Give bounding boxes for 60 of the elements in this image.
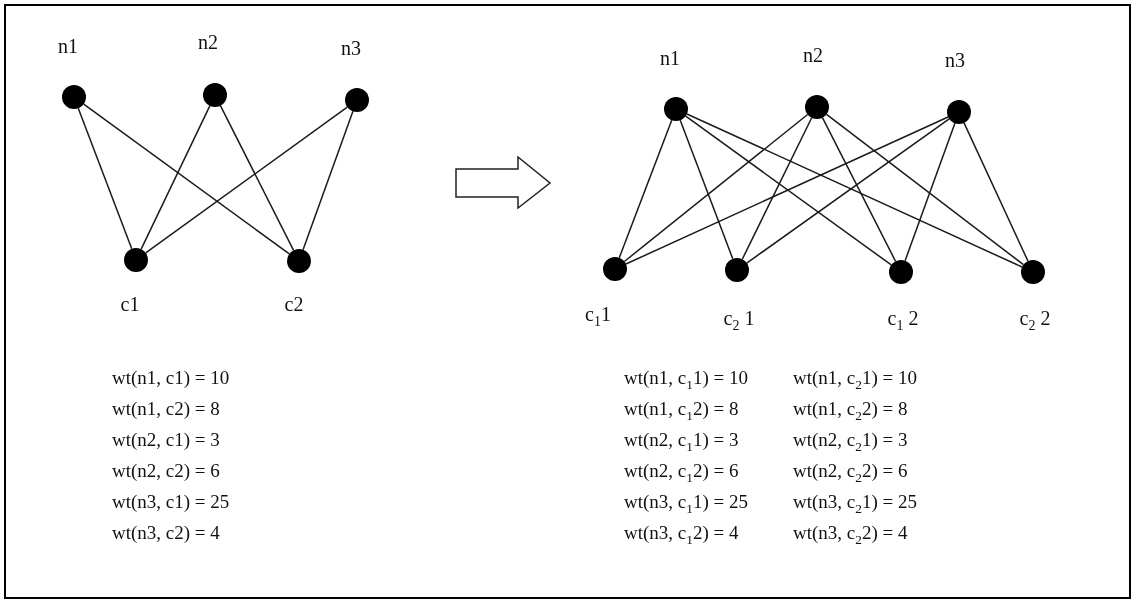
weight-equation: wt(n3, c$_{2}$2) = 4 (793, 523, 908, 548)
edge-line (963, 122, 1029, 262)
node-label: c$_{2}$ 2 (1019, 306, 1051, 334)
filled-circle-node (725, 258, 749, 282)
edge-line (904, 122, 956, 262)
filled-circle-node (124, 248, 148, 272)
filled-circle-node (62, 85, 86, 109)
filled-circle-node (1021, 260, 1045, 284)
filled-circle-node (664, 97, 688, 121)
filled-circle-node (603, 257, 627, 281)
weight-equation: wt(n1, c2) = 8 (112, 399, 220, 420)
node-label: n3 (341, 37, 361, 59)
weight-equation: wt(n2, c1) = 3 (112, 430, 220, 451)
filled-circle-node (345, 88, 369, 112)
weight-equation: wt(n1, c$_{1}$2) = 8 (624, 399, 739, 424)
weight-equation: wt(n2, c$_{2}$1) = 3 (793, 430, 908, 455)
weight-equation: wt(n2, c$_{1}$1) = 3 (624, 430, 739, 455)
edge-line (144, 106, 349, 254)
edge-line (77, 107, 133, 250)
edge-line (140, 105, 211, 250)
filled-circle-node (947, 100, 971, 124)
edge-line (684, 115, 893, 266)
node-label: n1 (660, 47, 680, 69)
edge-line (825, 113, 1025, 266)
weight-equation: wt(n1, c1) = 10 (112, 368, 230, 389)
weight-equation: wt(n1, c$_{2}$1) = 10 (793, 368, 917, 393)
edge-line (741, 117, 813, 260)
node-label: c$_{2}$ 1 (723, 306, 755, 334)
edge-line (82, 103, 291, 255)
edge-line (821, 116, 897, 263)
edge-line (302, 110, 354, 251)
node-label: c1 (120, 293, 140, 315)
weight-equation: wt(n1, c$_{2}$2) = 8 (793, 399, 908, 424)
node-label: n3 (945, 49, 965, 71)
edge-line (746, 118, 950, 264)
edge-line (219, 104, 295, 252)
node-label: n1 (58, 35, 78, 57)
weight-equation: wt(n3, c2) = 4 (112, 523, 220, 544)
edge-line (686, 113, 1023, 268)
weight-equation: wt(n3, c1) = 25 (112, 492, 230, 513)
weight-equation: wt(n3, c$_{1}$2) = 4 (624, 523, 739, 548)
edge-line (625, 116, 949, 265)
weight-equation: wt(n1, c$_{1}$1) = 10 (624, 368, 748, 393)
weight-equation: wt(n3, c$_{2}$1) = 25 (793, 492, 917, 517)
edge-line (679, 119, 734, 260)
node-label: c2 (284, 293, 304, 315)
edge-line (623, 113, 809, 263)
filled-circle-node (287, 249, 311, 273)
filled-circle-node (805, 95, 829, 119)
node-label: n2 (198, 31, 218, 53)
node-label: c$_{1}$ 2 (887, 306, 919, 334)
filled-circle-node (889, 260, 913, 284)
weight-equation: wt(n2, c2) = 6 (112, 461, 220, 482)
node-label: c$_{1}$1 (585, 302, 611, 330)
weight-equation: wt(n2, c$_{2}$2) = 6 (793, 461, 908, 486)
weight-equation: wt(n2, c$_{1}$2) = 6 (624, 461, 739, 486)
filled-circle-node (203, 83, 227, 107)
weight-equation: wt(n3, c$_{1}$1) = 25 (624, 492, 748, 517)
node-label: n2 (803, 44, 823, 66)
edge-line (618, 119, 673, 259)
